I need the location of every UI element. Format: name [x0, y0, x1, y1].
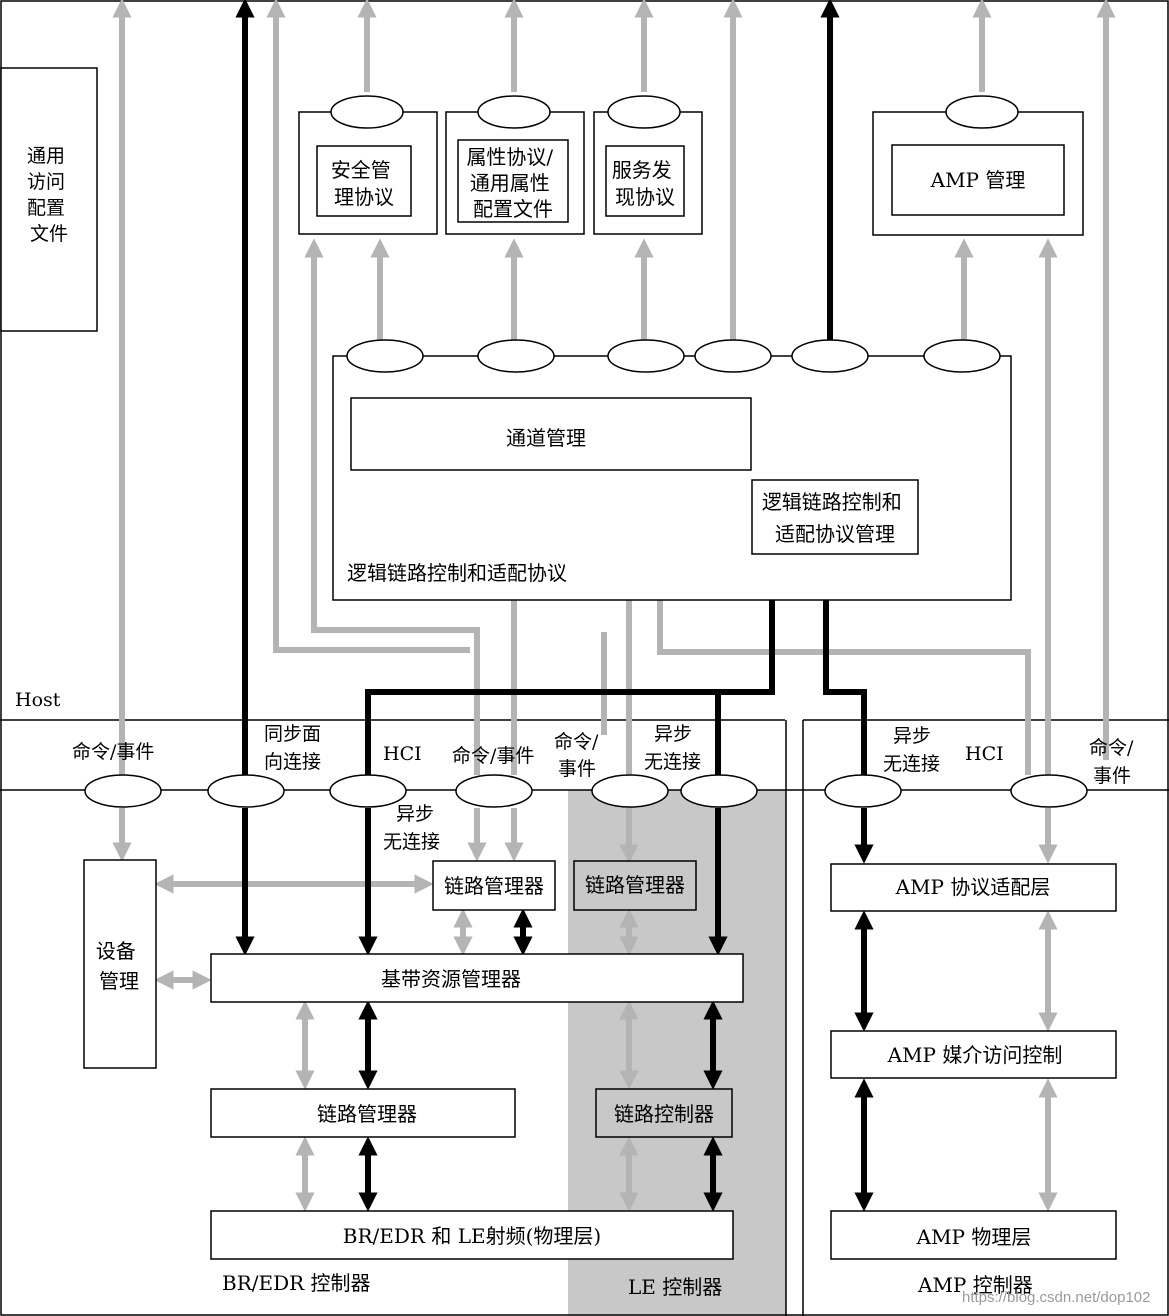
amp-pal-label: AMP 协议适配层	[895, 875, 1051, 899]
baseband-resource-manager-label: 基带资源管理器	[381, 967, 521, 991]
bredr-controller-label: BR/EDR 控制器	[222, 1271, 371, 1295]
amp-mac-label: AMP 媒介访问控制	[887, 1043, 1063, 1067]
watermark: https://blog.csdn.net/dop102	[962, 1289, 1150, 1306]
baseband-resource-manager-box	[210, 953, 744, 1003]
l2cap-resource-manager-box	[751, 479, 919, 555]
hci-async-le-label: 异步 无连接	[644, 723, 701, 773]
gap-box	[0, 67, 98, 332]
l2cap-channel-ports	[346, 339, 1001, 373]
bredr-link-manager-lower-label: 链路管理器	[317, 1102, 417, 1126]
att-inner-box	[457, 139, 569, 223]
bredr-link-manager-lower-box	[210, 1088, 516, 1138]
hci-ports	[84, 774, 1088, 808]
l2cap-resource-manager-label: 逻辑链路控制和 适配协议管理	[762, 490, 908, 546]
sdp-label: 服务发 现协议	[612, 158, 678, 209]
smp-label: 安全管 理协议	[331, 158, 397, 209]
host-label: Host	[15, 689, 61, 711]
channel-manager-box	[350, 397, 752, 471]
hci-cmd-event-3: 命令/ 事件	[554, 731, 604, 780]
att-label: 属性协议/ 通用属性 配置文件	[466, 145, 559, 221]
amp-manager-inner-box	[891, 144, 1065, 216]
sdp-port	[607, 95, 681, 129]
amp-mac-box	[830, 1030, 1117, 1079]
hci-label-2: HCI	[965, 743, 1004, 765]
hci-async-amp-label: 异步 无连接	[883, 725, 940, 775]
amp-manager-label: AMP 管理	[930, 168, 1026, 192]
att-port	[477, 95, 551, 129]
device-manager-box	[83, 859, 157, 1069]
smp-port	[330, 95, 404, 129]
hci-label-1: HCI	[383, 743, 422, 765]
radio-phy-box	[210, 1210, 734, 1260]
black-arrows	[235, 0, 874, 1212]
hci-cmd-event-4: 命令/ 事件	[1089, 737, 1139, 787]
le-link-controller-box	[595, 1088, 733, 1138]
amp-phy-box	[830, 1210, 1117, 1260]
sdp-inner-box	[605, 145, 685, 217]
smp-inner-box	[316, 145, 412, 217]
amp-controller-label: AMP 控制器	[917, 1273, 1033, 1297]
bredr-link-manager-upper-label: 链路管理器	[444, 874, 544, 898]
channel-manager-label: 通道管理	[506, 426, 586, 450]
radio-phy-label: BR/EDR 和 LE射频(物理层)	[343, 1224, 601, 1248]
bredr-link-manager-upper-box	[432, 860, 556, 911]
hci-sync-label: 同步面 向连接	[264, 723, 327, 773]
hci-cmd-event-1: 命令/事件	[72, 741, 154, 763]
hci-async-lower-label: 异步 无连接	[383, 803, 440, 853]
amp-pal-box	[830, 863, 1117, 912]
l2cap-label: 逻辑链路控制和适配协议	[347, 561, 567, 585]
l2cap-container	[332, 355, 1012, 601]
le-link-manager-box	[573, 860, 697, 911]
hci-cmd-event-2: 命令/事件	[452, 745, 534, 767]
device-manager-label: 设备 管理	[96, 939, 142, 993]
le-controller-label: LE 控制器	[628, 1275, 722, 1299]
le-link-controller-label: 链路控制器	[614, 1102, 714, 1126]
amp-manager-port	[945, 95, 1019, 129]
gap-label: 通用 访问 配置 文件	[27, 145, 71, 245]
le-link-manager-label: 链路管理器	[585, 873, 685, 897]
amp-phy-label: AMP 物理层	[916, 1225, 1032, 1249]
